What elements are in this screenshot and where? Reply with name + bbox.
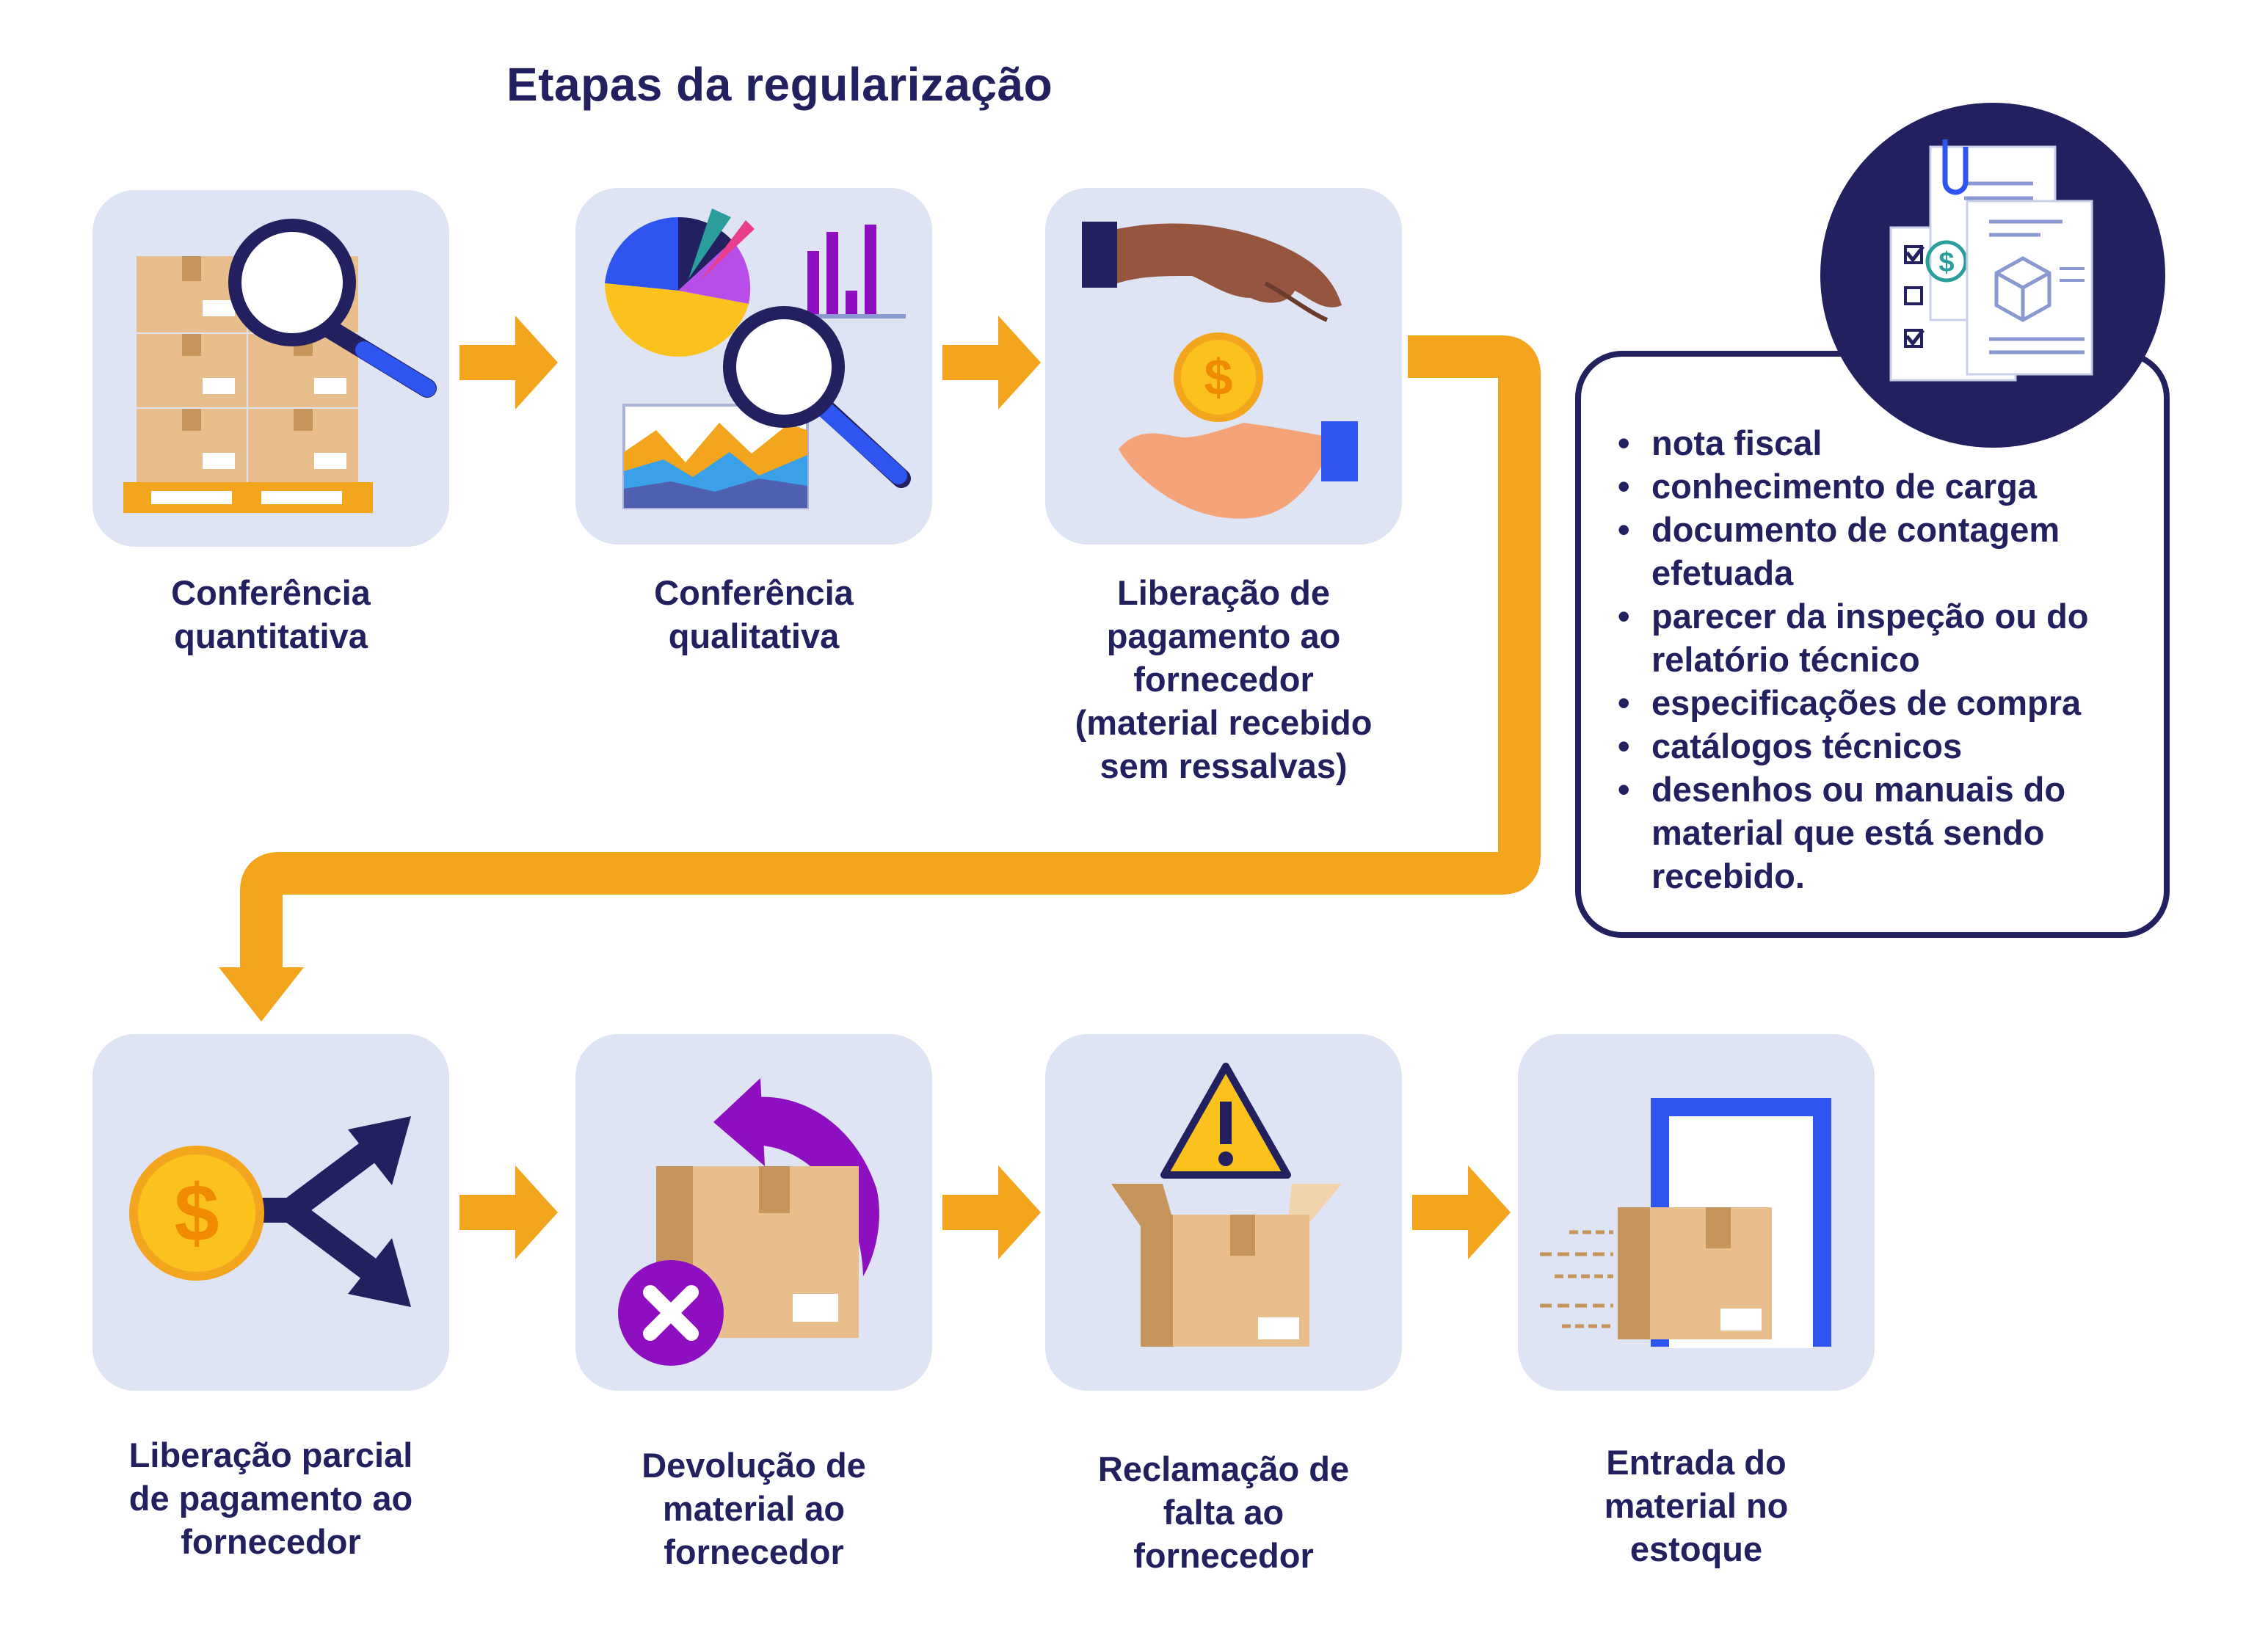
down-arrow-icon [219,967,304,1022]
currency-symbol: $ [1938,247,1954,278]
pallet-boxes-magnifier-icon [123,219,437,513]
charts-magnifier-icon [605,208,911,509]
coin-currency-symbol: $ [174,1168,219,1259]
step-card-reclamacao [1045,1034,1402,1391]
flow-arrow-right-icon [459,316,558,410]
coin-currency-symbol: $ [1204,349,1233,406]
list-item: conhecimento de carga [1612,465,2155,508]
page-title: Etapas da regularização [506,58,1053,111]
box-return-cancel-icon [618,1078,879,1366]
step-card-entrada-estoque [1518,1034,1875,1391]
step-card-conferencia-quantitativa [92,190,449,547]
list-item: desenhos ou manuais do material que está… [1612,768,2155,898]
step-card-liberacao-pagamento: $ [1045,188,1402,545]
step-card-conferencia-qualitativa [575,188,932,545]
documents-badge: $ [1820,103,2165,448]
coin-split-arrows-icon: $ [129,1116,411,1307]
open-box-warning-icon [1111,1063,1342,1347]
documents-stack-icon: $ [1889,139,2093,382]
list-item: especificações de compra [1612,681,2155,724]
flow-arrow-right-icon [459,1165,558,1259]
step-card-devolucao [575,1034,932,1391]
box-entering-door-icon [1540,1098,1831,1348]
flow-arrow-right-icon [942,1165,1041,1259]
list-item: nota fiscal [1612,421,2155,465]
list-item: parecer da inspeção ou do relatório técn… [1612,594,2155,681]
hands-coin-payment-icon: $ [1082,222,1358,519]
list-item: documento de contagem efetuada [1612,508,2155,594]
list-item: catálogos técnicos [1612,724,2155,768]
flow-arrow-right-icon [1412,1165,1511,1259]
step-card-liberacao-parcial: $ [92,1034,449,1391]
flow-arrow-right-icon [942,316,1041,410]
documents-list: nota fiscal conhecimento de carga docume… [1612,421,2155,898]
